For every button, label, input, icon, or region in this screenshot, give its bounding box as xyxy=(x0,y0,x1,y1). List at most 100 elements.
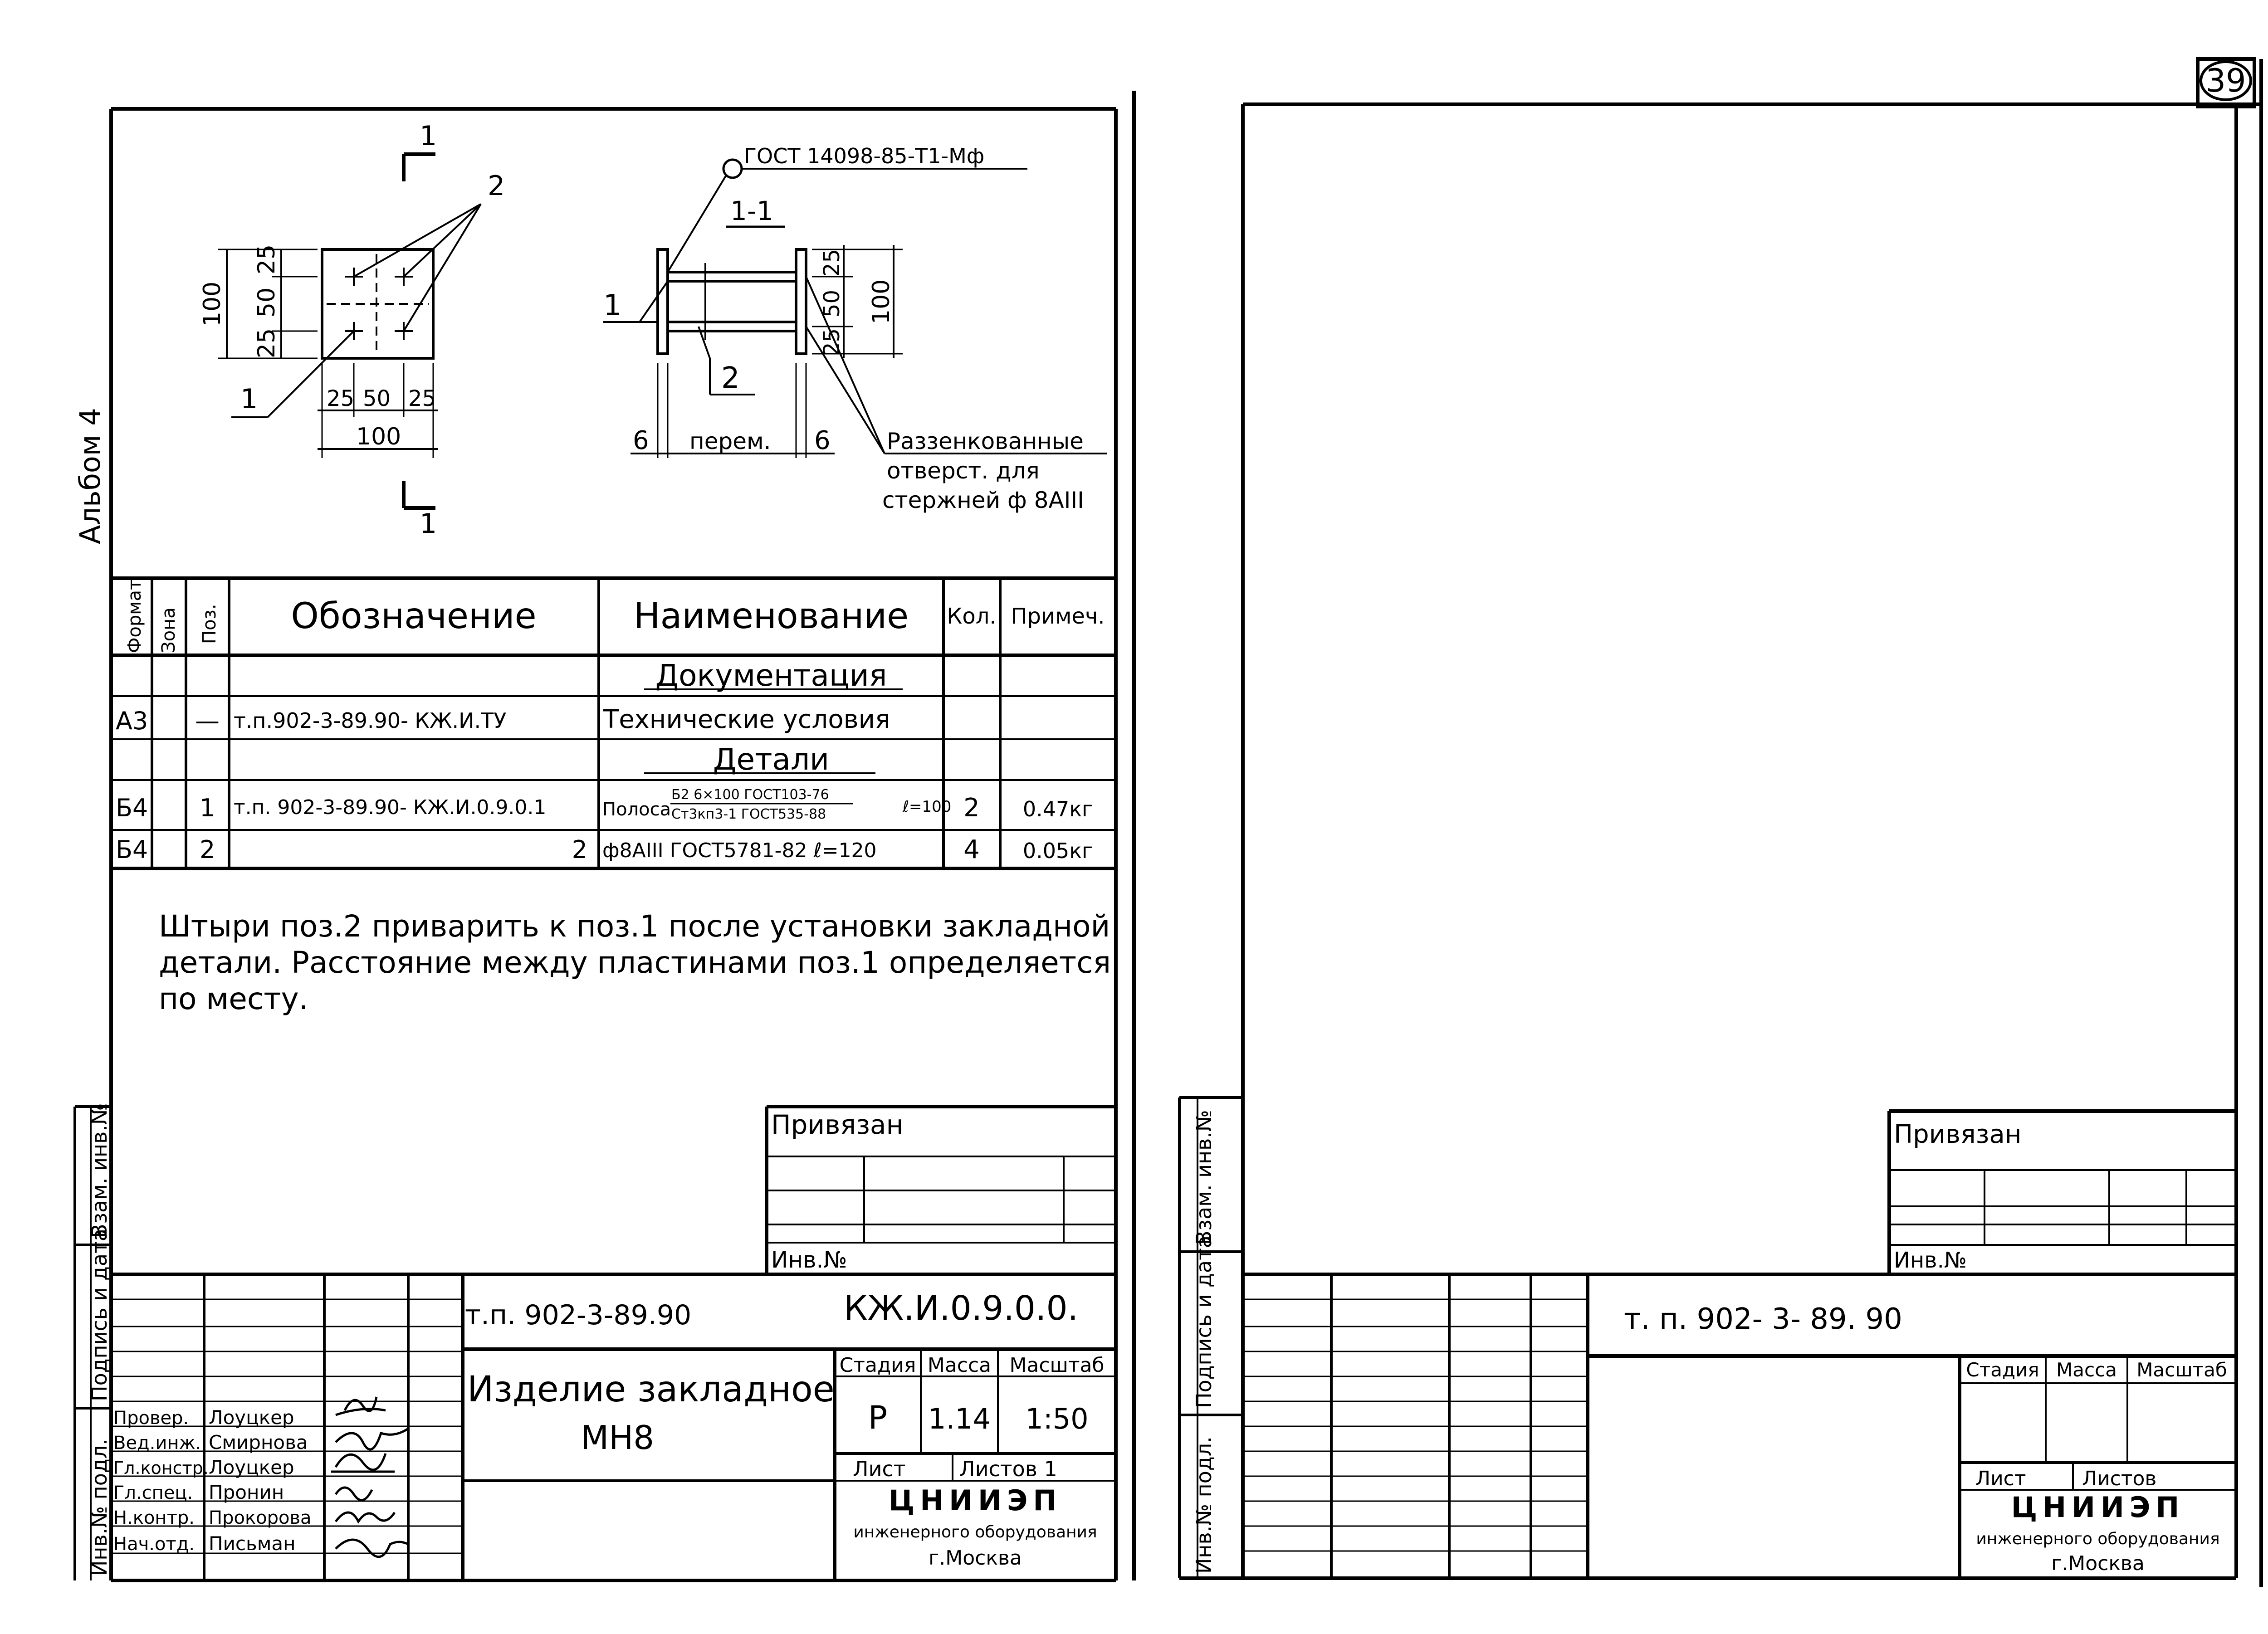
inv-label: Инв.№ xyxy=(771,1247,847,1273)
role-5: Н.контр. xyxy=(113,1507,195,1528)
row1-designation: т.п.902-3-89.90- КЖ.И.ТУ xyxy=(234,708,506,733)
col-pos: Поз. xyxy=(199,604,220,644)
role-3: Гл.констр. xyxy=(113,1458,209,1478)
row2-name-fraction-bottom: Ст3кп3-1 ГОСТ535-88 xyxy=(671,806,826,822)
callout-1-section: 1 xyxy=(603,289,622,322)
dim-section-height: 100 xyxy=(868,279,895,324)
tb-scale: 1:50 xyxy=(1025,1402,1088,1435)
tb-org-name: ЦНИИЭП xyxy=(889,1484,1062,1517)
right-tb-org-sub: инженерного оборудования xyxy=(1976,1530,2219,1548)
row3-pos: 2 xyxy=(200,835,215,864)
section-title: 1-1 xyxy=(730,195,773,226)
role-6-name: Письман xyxy=(209,1532,296,1555)
hole-note-line2: отверст. для xyxy=(887,458,1040,484)
row2-pos: 1 xyxy=(200,794,215,822)
right-tb-org-name: ЦНИИЭП xyxy=(2011,1491,2185,1524)
weld-note: ГОСТ 14098-85-Т1-Мф xyxy=(744,144,984,168)
dim-section-50: 50 xyxy=(819,290,845,317)
tb-org-city: г.Москва xyxy=(929,1546,1022,1570)
section-documentation: Документация xyxy=(655,658,887,693)
col-zone: Зона xyxy=(158,607,179,653)
page-number: 39 xyxy=(2196,57,2256,108)
right-side-stamp-replace: Взам. инв.№ xyxy=(1192,1110,1216,1245)
signatures xyxy=(331,1396,409,1558)
plate-front-view xyxy=(218,152,482,510)
dim-gap-label: перем. xyxy=(689,428,771,454)
tb-sheet-label: Лист xyxy=(853,1457,906,1481)
right-tb-code: т. п. 902- 3- 89. 90 xyxy=(1624,1302,1902,1336)
dim-plate-bottom-25: 25 xyxy=(253,328,280,358)
col-name: Наименование xyxy=(634,596,909,637)
tb-code: т.п. 902-3-89.90 xyxy=(465,1299,691,1331)
section-details: Детали xyxy=(713,742,829,777)
tb-mass-label: Масса xyxy=(928,1354,991,1377)
right-tb-org-city: г.Москва xyxy=(2051,1552,2145,1575)
section-mark-top: 1 xyxy=(420,120,437,152)
note-line3: по месту. xyxy=(159,981,308,1016)
tb-title-line2: МН8 xyxy=(581,1419,654,1457)
role-4: Гл.спец. xyxy=(113,1483,193,1503)
right-tb-sheet-label: Лист xyxy=(1975,1467,2026,1490)
dim-section-25b: 25 xyxy=(819,328,845,356)
role-1: Провер. xyxy=(113,1408,189,1429)
tb-sheets-label: Листов 1 xyxy=(959,1457,1057,1481)
col-qty: Кол. xyxy=(947,604,996,629)
role-6: Нач.отд. xyxy=(113,1534,195,1555)
tb-title-line1: Изделие закладное xyxy=(467,1369,835,1410)
row2-note: 0.47кг xyxy=(1023,797,1093,821)
dim-plate-width: 100 xyxy=(356,423,401,450)
dim-bottom-25b: 25 xyxy=(408,386,436,411)
row2-name-fraction-top: Б2 6×100 ГОСТ103-76 xyxy=(671,787,829,803)
dim-plate-mid-50: 50 xyxy=(253,288,280,317)
row2-format: Б4 xyxy=(116,794,148,822)
privyazan-label: Привязан xyxy=(771,1109,904,1140)
right-sheet xyxy=(1178,59,2263,1587)
side-stamp-sign-date: Подпись и дата xyxy=(87,1229,112,1401)
callout-2-plate: 2 xyxy=(488,170,505,202)
callout-2-section: 2 xyxy=(721,361,740,395)
right-tb-stage-label: Стадия xyxy=(1966,1359,2039,1381)
hole-note-line1: Раззенкованные xyxy=(887,428,1084,454)
right-side-stamp-inv: Инв.№ подл. xyxy=(1192,1436,1216,1574)
role-2: Вед.инж. xyxy=(113,1433,201,1454)
col-designation: Обозначение xyxy=(291,596,536,637)
side-stamp-inv: Инв.№ подл. xyxy=(87,1439,112,1576)
tb-stage: Р xyxy=(868,1399,887,1436)
col-format: Формат xyxy=(124,580,145,653)
right-side-stamp-sign-date: Подпись и дата xyxy=(1192,1235,1216,1408)
title-block-left xyxy=(111,1273,1116,1580)
row2-name-suffix: ℓ=100 xyxy=(902,798,951,816)
note-line2: детали. Расстояние между пластинами поз.… xyxy=(159,945,1111,980)
left-sheet xyxy=(73,91,1136,1582)
section-mark-bottom: 1 xyxy=(420,508,437,540)
tb-org-sub: инженерного оборудования xyxy=(853,1523,1097,1541)
dim-section-25a: 25 xyxy=(819,249,845,277)
role-5-name: Прокорова xyxy=(209,1507,312,1528)
right-tb-scale-label: Масштаб xyxy=(2136,1359,2227,1381)
row3-designation: 2 xyxy=(572,835,587,864)
row2-qty: 2 xyxy=(963,793,980,823)
row1-name: Технические условия xyxy=(603,705,890,734)
right-tb-mass-label: Масса xyxy=(2056,1359,2117,1381)
dim-plate-height: 100 xyxy=(199,282,226,327)
dim-thickness-left: 6 xyxy=(633,426,649,455)
row3-qty: 4 xyxy=(963,835,980,864)
row1-format: А3 xyxy=(116,707,148,735)
page-number-text: 39 xyxy=(2205,62,2246,99)
dim-plate-top-25: 25 xyxy=(253,244,280,274)
tb-scale-label: Масштаб xyxy=(1009,1354,1104,1377)
album-label: Альбом 4 xyxy=(73,408,107,544)
section-1-1-view xyxy=(603,158,1107,458)
callout-1-plate: 1 xyxy=(240,383,258,415)
dim-bottom-25a: 25 xyxy=(327,386,354,411)
row2-name: Полоса xyxy=(602,799,671,820)
right-tb-sheets-label: Листов xyxy=(2082,1467,2156,1490)
note-line1: Штыри поз.2 приварить к поз.1 после уста… xyxy=(159,909,1110,944)
spec-table xyxy=(111,576,1116,870)
tb-drawing-code: КЖ.И.0.9.0.0. xyxy=(844,1289,1078,1328)
dim-thickness-right: 6 xyxy=(814,426,831,455)
role-1-name: Лоуцкер xyxy=(209,1406,294,1429)
dim-bottom-50: 50 xyxy=(363,386,391,411)
row3-name: ф8АIII ГОСТ5781-82 ℓ=120 xyxy=(602,839,877,862)
